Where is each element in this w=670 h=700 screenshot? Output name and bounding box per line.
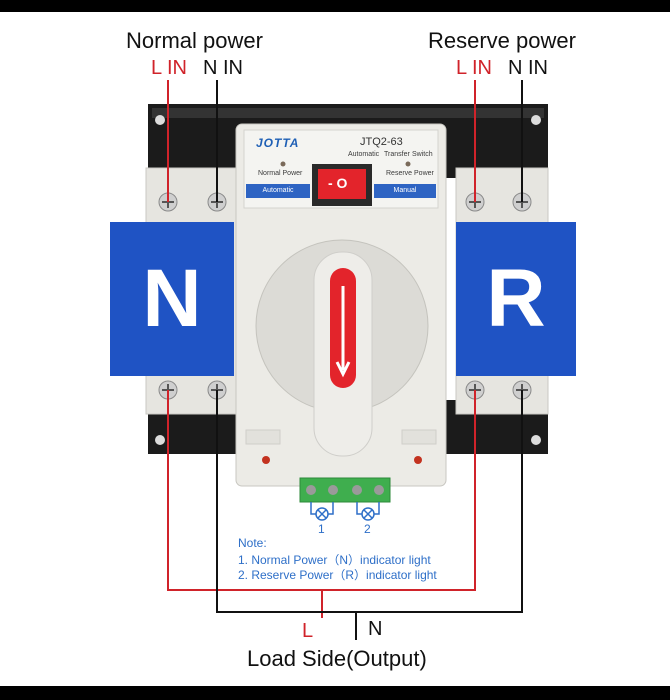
subtitle-transfer: Transfer xyxy=(384,151,410,158)
top-letterbox xyxy=(0,0,670,12)
load-n-label: N xyxy=(368,618,383,640)
module-n xyxy=(110,222,234,376)
normal-n-in-label: N IN xyxy=(203,57,243,79)
module-n-letter: N xyxy=(142,253,202,344)
load-l-label: L xyxy=(302,620,314,642)
toggle-switch[interactable] xyxy=(318,169,366,199)
indicator-circuits xyxy=(310,502,380,521)
subtitle-switch: Switch xyxy=(412,151,433,158)
reserve-power-panel-label: Reserve Power xyxy=(386,170,434,177)
indicator-number-2: 2 xyxy=(364,522,371,536)
rail-top-slot xyxy=(152,108,544,118)
rail-hole xyxy=(531,435,541,445)
load-side-title: Load Side(Output) xyxy=(247,646,427,671)
bottom-letterbox xyxy=(0,686,670,700)
rail-hole xyxy=(531,115,541,125)
toggle-text: - O xyxy=(328,175,348,191)
model-number: JTQ2-63 xyxy=(360,136,403,148)
indicator-light-right xyxy=(414,456,422,464)
note-line-2: 2. Reserve Power（R）indicator light xyxy=(238,568,437,582)
normal-power-title: Normal power xyxy=(126,28,263,53)
reserve-n-in-label: N IN xyxy=(508,57,548,79)
module-r xyxy=(456,222,576,376)
green-terminal-screws xyxy=(306,485,384,495)
mode-manual-tab: Manual xyxy=(374,184,436,198)
indicator-number-1: 1 xyxy=(318,522,325,536)
black-wires xyxy=(216,80,523,640)
rail-hole xyxy=(155,435,165,445)
handle-arrow-icon xyxy=(335,286,351,378)
reserve-power-title: Reserve power xyxy=(428,28,576,53)
brand-logo: JOTTA xyxy=(256,136,300,150)
note-title: Note: xyxy=(238,536,267,550)
reserve-power-led xyxy=(405,161,411,167)
subtitle-automatic: Automatic xyxy=(348,151,380,158)
normal-power-panel-label: Normal Power xyxy=(258,170,303,177)
mode-automatic-tab: Automatic xyxy=(246,184,310,198)
red-wires xyxy=(167,80,476,618)
rail-hole xyxy=(155,115,165,125)
normal-power-led xyxy=(280,161,286,167)
label-plate-left xyxy=(245,429,281,445)
label-plate-right xyxy=(401,429,437,445)
reserve-l-in-label: L IN xyxy=(456,57,492,79)
normal-l-in-label: L IN xyxy=(151,57,187,79)
indicator-light-left xyxy=(262,456,270,464)
module-r-letter: R xyxy=(486,253,546,344)
note-line-1: 1. Normal Power（N）indicator light xyxy=(238,553,431,567)
